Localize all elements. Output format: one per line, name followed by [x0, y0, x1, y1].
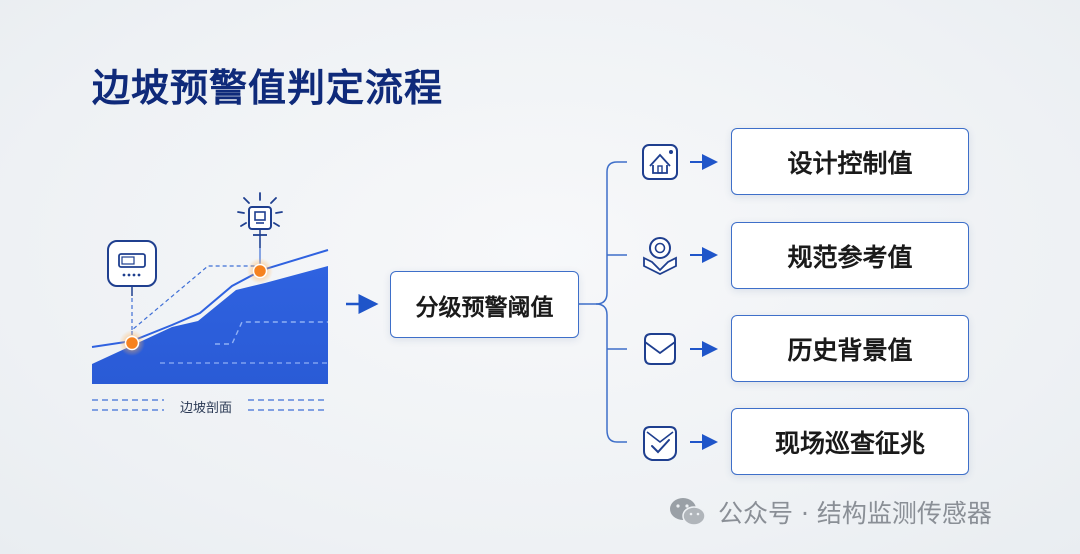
slope-profile-label: 边坡剖面 [179, 401, 232, 416]
leader-dash [131, 265, 258, 342]
output-node-historical-background: 历史背景值 [731, 315, 969, 382]
slope-layer-line [215, 321, 328, 345]
check-shield-icon [643, 426, 677, 461]
page-title: 边坡预警值判定流程 [92, 66, 444, 110]
output-node-design-control: 设计控制值 [731, 128, 969, 195]
slope-fill [92, 266, 328, 384]
monitoring-point [119, 330, 145, 356]
envelope-icon [644, 333, 676, 365]
sensor-device-icon [107, 240, 157, 296]
wechat-logo-icon [670, 498, 706, 526]
building-icon [642, 144, 678, 180]
branch-line [595, 303, 627, 443]
standard-seal-icon [643, 237, 677, 276]
output-node-standard-reference: 规范参考值 [731, 222, 969, 289]
watermark-text: 公众号 · 结构监测传感器 [718, 499, 992, 528]
monitoring-point [247, 258, 273, 284]
threshold-node: 分级预警阈值 [390, 271, 579, 338]
watermark: 公众号 · 结构监测传感器 [668, 494, 992, 530]
output-node-site-inspection: 现场巡查征兆 [731, 408, 969, 475]
branch-line [579, 161, 627, 305]
alarm-lamp-icon [237, 192, 283, 248]
